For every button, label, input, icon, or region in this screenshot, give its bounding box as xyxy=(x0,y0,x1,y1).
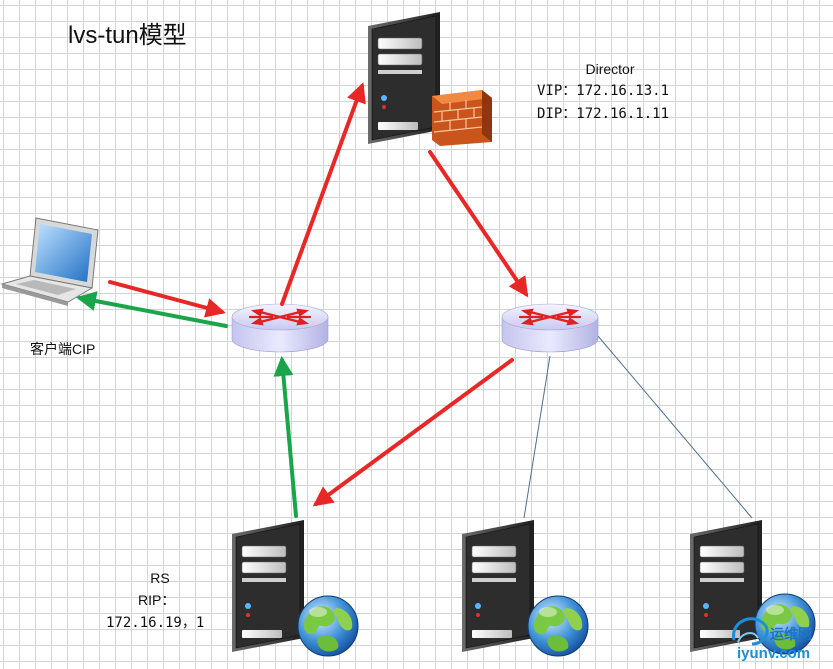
director-dip: DIP：172.16.1.11 xyxy=(537,106,670,122)
rs-server-icon-2 xyxy=(461,519,535,653)
arrow-router-to-rs xyxy=(312,358,514,507)
rs-name: RS xyxy=(150,570,170,586)
arrow-client-to-router xyxy=(108,280,226,318)
arrow-router-to-director xyxy=(280,82,366,306)
router-icon-left xyxy=(230,302,330,354)
rs-rip-label: RIP： xyxy=(138,592,176,608)
arrow-router-to-client xyxy=(76,291,228,328)
link-line-rs3 xyxy=(597,335,753,519)
rs-links xyxy=(523,335,753,519)
request-path xyxy=(108,82,529,507)
watermark-logo-icon xyxy=(732,617,769,646)
globe-icon-2 xyxy=(527,595,589,657)
router-icon-right xyxy=(500,302,600,354)
director-vip: VIP：172.16.13.1 xyxy=(537,83,670,99)
director-label: Director xyxy=(568,61,652,78)
diagram-title: lvs-tun模型 xyxy=(68,22,187,49)
rs-server-icon-1 xyxy=(231,519,305,653)
director-name: Director xyxy=(585,61,635,77)
arrow-rs-to-router xyxy=(273,356,298,518)
client-label: 客户端CIP xyxy=(30,341,96,357)
globe-icon-1 xyxy=(297,595,359,657)
firewall-icon xyxy=(432,90,492,146)
watermark-logo-text: 运维网 xyxy=(770,626,812,642)
link-line-rs2 xyxy=(523,355,551,519)
director-server-icon xyxy=(367,11,441,145)
response-path xyxy=(76,291,298,518)
watermark-url: iyunv.com xyxy=(737,645,811,662)
laptop-icon xyxy=(0,217,99,306)
arrow-director-to-router xyxy=(428,150,529,298)
rs-rip-value: 172.16.19，1 xyxy=(106,615,205,631)
